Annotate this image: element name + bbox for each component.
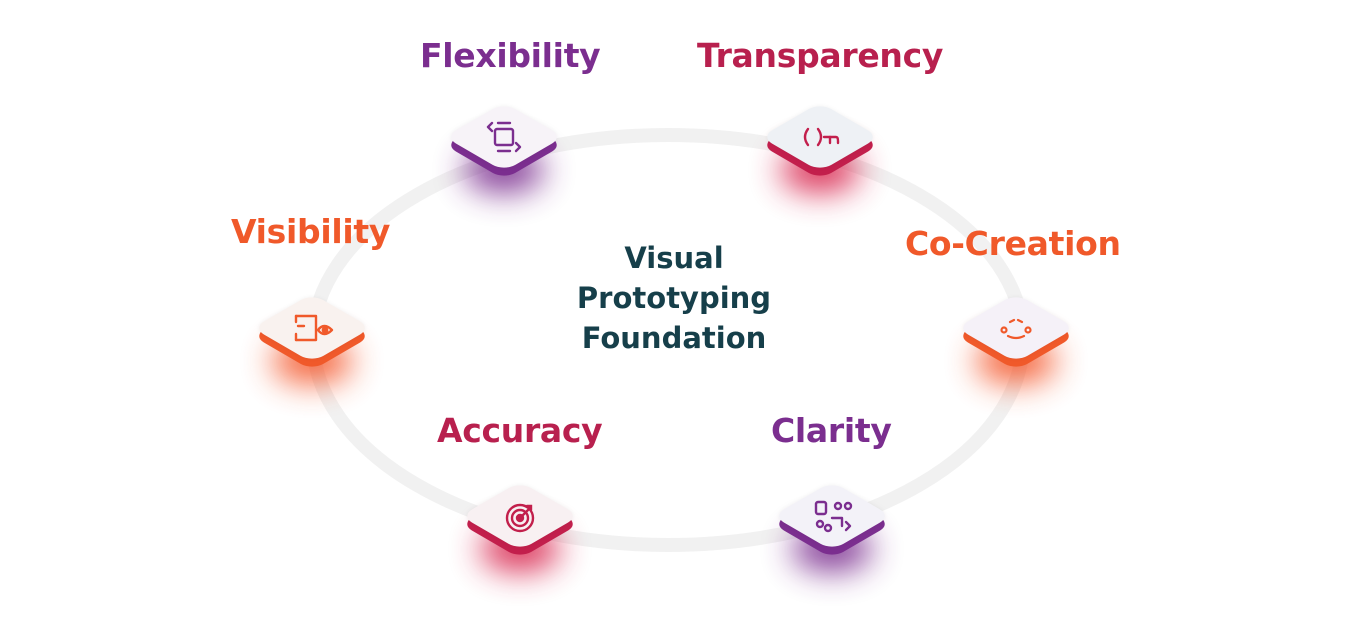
- clarity-icon: [814, 500, 853, 533]
- node-accuracy: [450, 480, 590, 572]
- title-line-1: Visual: [624, 241, 724, 275]
- node-co-creation: [946, 292, 1086, 384]
- target-icon: [505, 503, 535, 533]
- label-visibility: Visibility: [231, 212, 391, 251]
- label-flexibility: Flexibility: [420, 36, 601, 75]
- node-visibility: [242, 292, 382, 384]
- magnifier-icon: [803, 127, 840, 147]
- label-transparency: Transparency: [697, 36, 944, 75]
- label-co-creation: Co-Creation: [905, 224, 1121, 263]
- label-accuracy: Accuracy: [437, 411, 603, 450]
- collaboration-icon: [1000, 318, 1032, 340]
- eye-screen-icon: [294, 314, 334, 342]
- label-clarity: Clarity: [771, 411, 892, 450]
- node-clarity: [762, 480, 902, 572]
- diagram-title: Visual Prototyping Foundation: [540, 238, 808, 358]
- title-line-3: Foundation: [581, 321, 767, 355]
- title-line-2: Prototyping: [576, 281, 772, 315]
- node-transparency: [750, 101, 890, 193]
- flexibility-icon: [486, 121, 522, 153]
- node-flexibility: [434, 101, 574, 193]
